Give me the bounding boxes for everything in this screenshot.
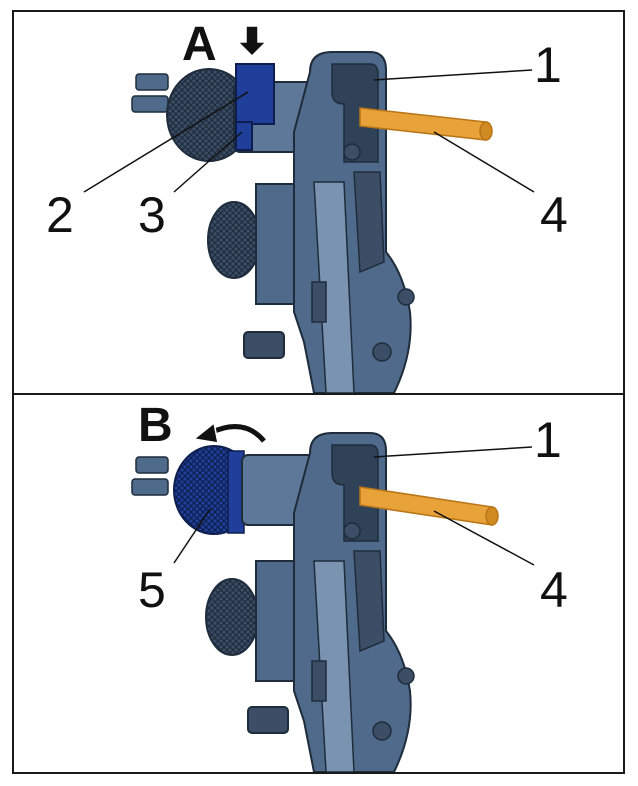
figure-frame: [12, 10, 625, 774]
bottom-bolt: [243, 331, 285, 359]
leader-lines: [83, 69, 535, 193]
rod: [359, 486, 499, 526]
callout-1: 1: [534, 412, 562, 468]
callout-2: 2: [46, 187, 74, 243]
tool-frame: [293, 51, 415, 393]
leader-lines: [173, 446, 535, 566]
panel-divider: [12, 393, 625, 395]
locking-slide: [235, 63, 275, 151]
rotate-arrow-icon: [192, 421, 268, 445]
adjust-bolts: [131, 456, 169, 496]
adjust-bolts: [131, 73, 169, 113]
panel-b: B 1 5 4: [14, 395, 623, 772]
step-label: A: [182, 18, 217, 71]
tool-frame: [293, 432, 415, 772]
step-label: B: [138, 399, 173, 452]
arrow-down-icon: [236, 25, 268, 58]
panel-a: A 1 2 3 4: [14, 12, 623, 393]
lower-knob: [205, 578, 259, 656]
callout-1: 1: [534, 37, 562, 93]
lower-knob: [207, 201, 261, 279]
callout-4: 4: [540, 187, 568, 243]
rod: [359, 107, 493, 141]
bottom-bolt: [247, 706, 289, 734]
panel-b-illustration: B 1 5 4: [131, 399, 568, 772]
callout-3: 3: [138, 187, 166, 243]
callout-4: 4: [540, 562, 568, 618]
callout-5: 5: [138, 562, 166, 618]
panel-a-illustration: A 1 2 3 4: [46, 18, 568, 393]
